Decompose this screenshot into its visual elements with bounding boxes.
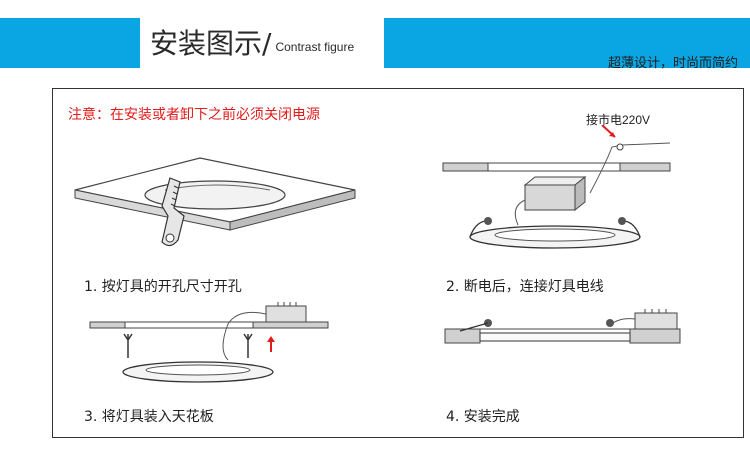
page-title: 安装图示/ Contrast figure [150,20,354,64]
title-english: Contrast figure [275,40,355,54]
header-banner-left [0,18,140,68]
header-banner-right [384,18,750,68]
step1-caption: 1. 按灯具的开孔尺寸开孔 [84,279,242,295]
step4-illustration [444,309,681,344]
mains-label: 接市电220V [586,113,651,127]
step2-illustration [442,125,671,249]
step4-caption: 4. 安装完成 [446,409,520,425]
slogan: 超薄设计，时尚而简约 [607,56,738,71]
safety-warning: 注意：在安装或者卸下之前必须关闭电源 [68,107,320,123]
step3-caption: 3. 将灯具装入天花板 [84,409,214,425]
instruction-frame [52,88,744,438]
title-chinese: 安装图示/ [150,27,272,60]
step2-caption: 2. 断电后，连接灯具电线 [446,279,604,295]
step1-illustration [74,157,356,247]
step3-illustration [89,302,329,383]
